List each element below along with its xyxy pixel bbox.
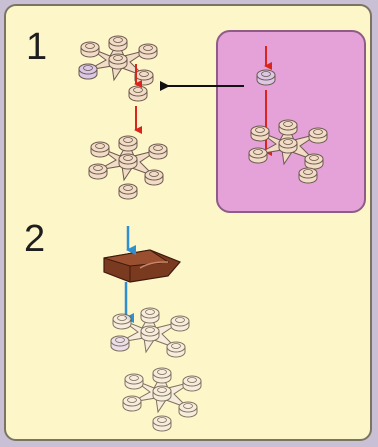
callout-leaf-stud xyxy=(298,167,318,184)
step1-bottom-stud xyxy=(118,183,138,200)
step1-top-leaf xyxy=(78,36,157,85)
step1-top-stud xyxy=(128,85,148,102)
slope-brick xyxy=(103,249,182,283)
step-1-number: 1 xyxy=(26,26,48,68)
step-2-number: 2 xyxy=(24,218,46,260)
step1-bottom-leaf xyxy=(89,136,167,185)
step2-faded-top-leaf xyxy=(110,308,189,357)
step2-faded-bottom-stud xyxy=(152,415,172,432)
callout-lavender-stud xyxy=(256,69,276,86)
callout-leaf xyxy=(249,120,327,169)
step2-faded-bottom-leaf xyxy=(123,368,201,417)
